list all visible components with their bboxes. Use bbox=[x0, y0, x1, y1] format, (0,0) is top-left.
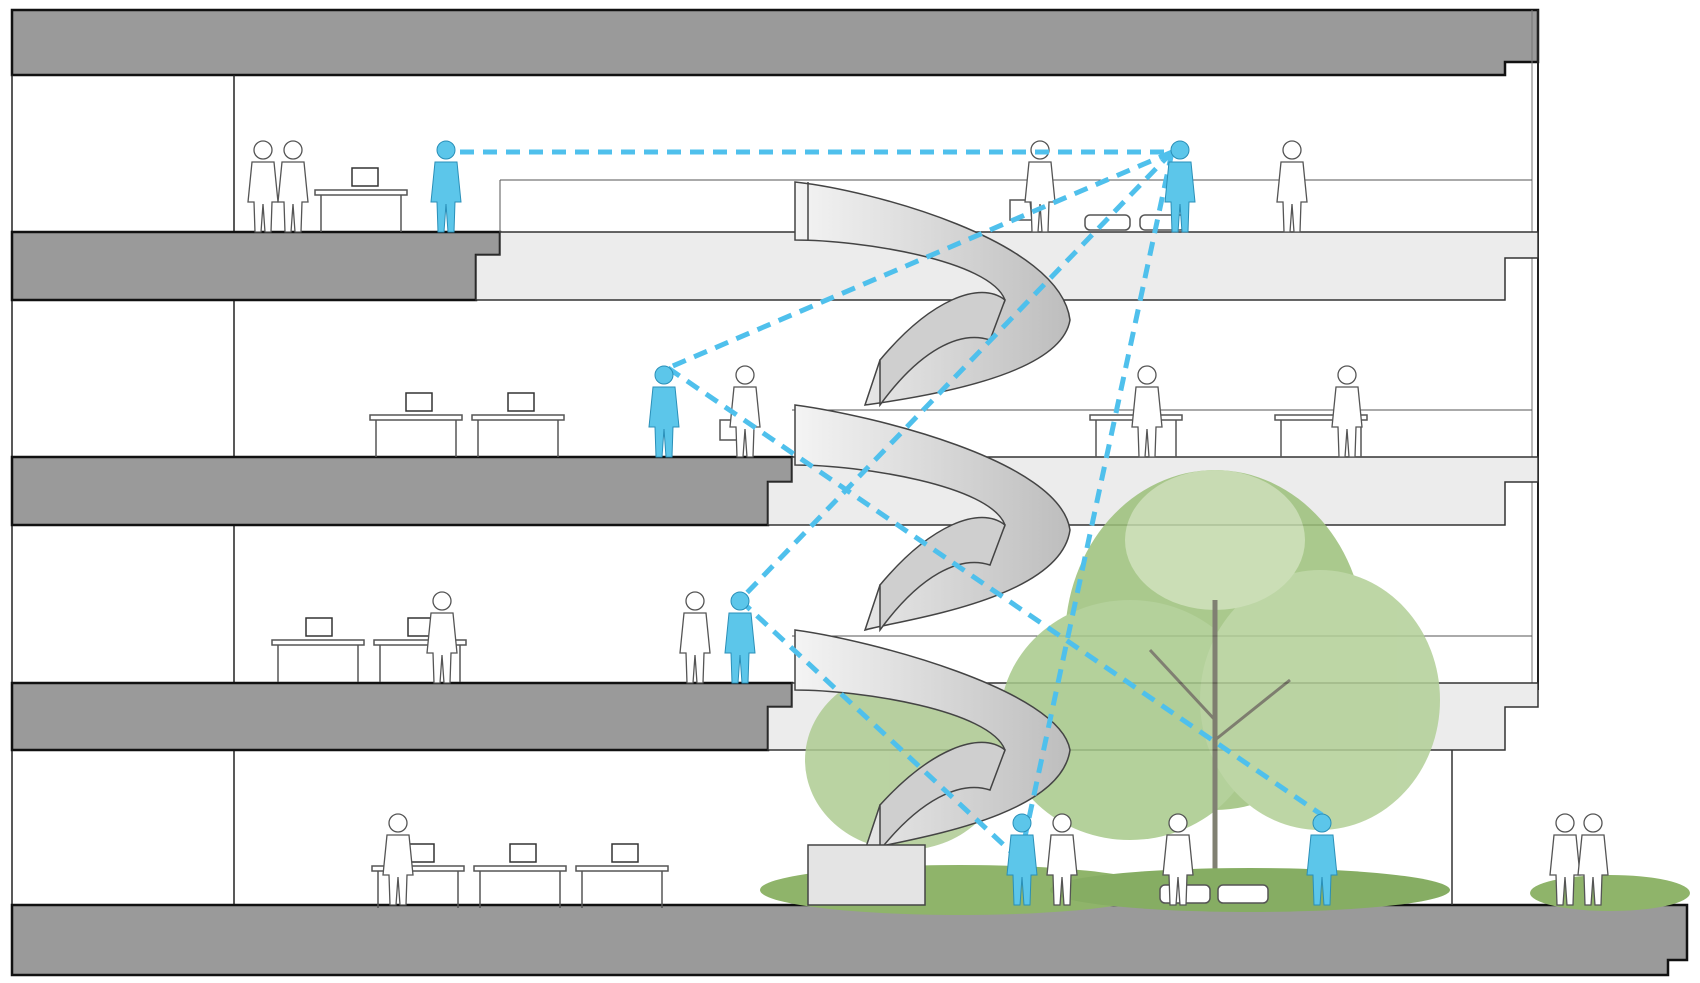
monitor-icon bbox=[305, 167, 639, 863]
roof-slab bbox=[10, 8, 1540, 77]
slab-floor-4 bbox=[10, 230, 502, 302]
slab-floor-3 bbox=[10, 455, 794, 527]
spiral-stair-icon bbox=[794, 181, 1071, 906]
sightlines bbox=[460, 149, 1324, 862]
slab-floor-2 bbox=[10, 681, 794, 752]
ground-slab bbox=[10, 903, 1689, 977]
